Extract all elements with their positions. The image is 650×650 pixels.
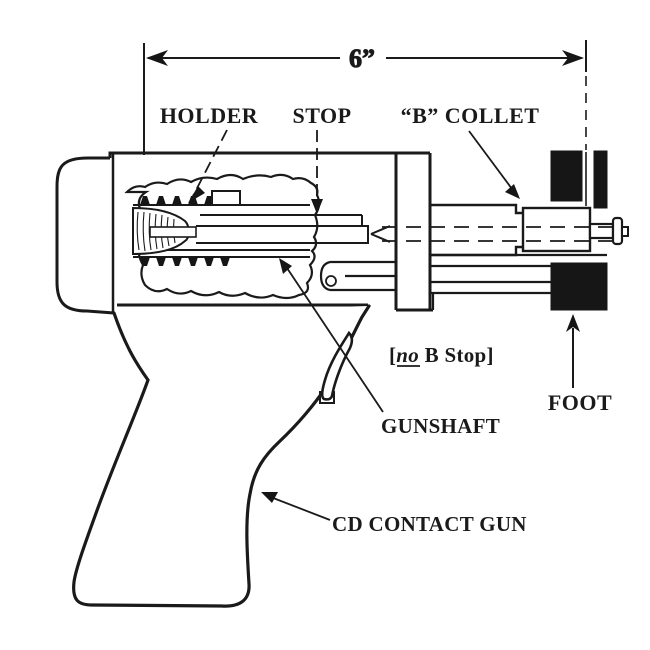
- cd-gun-leader-arrow: [261, 492, 278, 503]
- lower-bars: [430, 253, 607, 310]
- dimension-6in: 6”: [143, 40, 587, 206]
- stop-leader-arrow: [311, 199, 323, 214]
- text-labels: HOLDER STOP “B” COLLET FOOT GUNSHAFT CD …: [160, 103, 612, 536]
- foot-top-right: [593, 150, 608, 209]
- b-collet-leader-arrow: [505, 184, 520, 199]
- gun-body: [55, 151, 433, 315]
- no-b-stop-note: [no B Stop]: [389, 343, 494, 367]
- shaft-end-arrow: [370, 225, 391, 243]
- b-collet-body: [521, 206, 592, 253]
- screw-tip: [621, 226, 629, 237]
- foot-top-left: [550, 150, 583, 202]
- collet-assembly: [430, 203, 629, 310]
- internal-mechanism: [132, 190, 396, 292]
- dimension-arrow-left: [146, 50, 168, 66]
- handle-outline: [72, 304, 371, 608]
- screw-flange: [611, 216, 624, 246]
- step-pin: [325, 275, 337, 287]
- foot-label: FOOT: [548, 390, 612, 415]
- gunshaft-leader-arrow: [279, 258, 292, 274]
- foot-bottom: [550, 262, 608, 311]
- note-emphasis: no: [396, 343, 419, 367]
- b-collet-leader-line: [468, 130, 516, 194]
- body-top-edge: [108, 151, 430, 158]
- body-front-cap: [394, 153, 433, 312]
- dimension-value: 6”: [349, 44, 375, 73]
- holder-leader-line: [192, 129, 228, 197]
- leader-lines: [188, 129, 580, 521]
- stop-block: [211, 190, 241, 206]
- gunshaft-label: GUNSHAFT: [381, 414, 500, 438]
- stop-label: STOP: [292, 103, 351, 128]
- note-bracket: [: [389, 343, 396, 367]
- gunshaft-leader-line: [284, 264, 384, 413]
- note-rest: B Stop]: [419, 343, 494, 367]
- holder-slot: [149, 226, 197, 238]
- b-collet-label: “B” COLLET: [401, 103, 540, 128]
- spring-teeth-bottom: [140, 257, 230, 266]
- upper-bar-lines: [200, 214, 363, 226]
- dimension-arrow-right: [562, 50, 584, 66]
- gunshaft-bar: [196, 225, 369, 244]
- shaft-outline: [430, 203, 523, 257]
- spring-teeth-top: [140, 196, 228, 205]
- centerlines: [370, 225, 614, 243]
- trigger: [320, 330, 354, 401]
- cd-gun-leader-line: [267, 495, 331, 521]
- foot-plate: [550, 150, 608, 311]
- cd-contact-gun-label: CD CONTACT GUN: [332, 512, 527, 536]
- lower-step-block: [319, 260, 396, 292]
- body-left-cap: [55, 156, 115, 315]
- holder-leader-arrow: [188, 186, 205, 203]
- holder-label: HOLDER: [160, 103, 259, 128]
- handle: [72, 304, 371, 608]
- foot-leader-arrow: [566, 314, 580, 332]
